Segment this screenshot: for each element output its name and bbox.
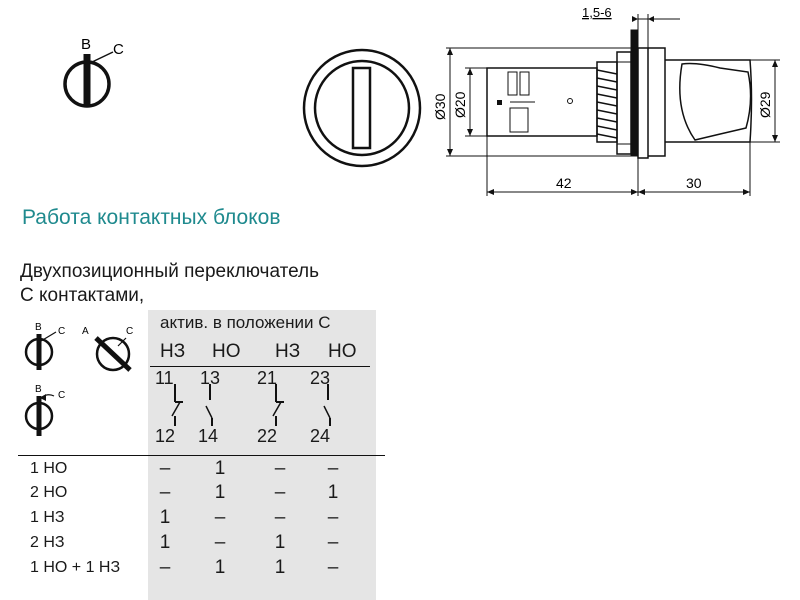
header-divider (150, 366, 370, 367)
svg-text:C: C (126, 326, 133, 337)
terminal-11: 11 (155, 368, 174, 388)
terminal-13: 13 (200, 368, 221, 388)
dim-body-length-label: 42 (556, 175, 572, 191)
svg-text:B: B (35, 322, 42, 333)
header-active-position: актив. в положении С (160, 313, 331, 332)
description: Двухпозиционный переключатель С контакта… (20, 260, 319, 308)
front-outer-ring (302, 48, 422, 168)
terminal-12: 12 (155, 426, 176, 446)
panel-nut (630, 29, 639, 157)
description-line-1: Двухпозиционный переключатель (20, 261, 319, 282)
front-view-drawing (302, 48, 422, 168)
front-inner-ring (313, 59, 411, 157)
table-row: 1 НЗ 1 – – – (30, 507, 339, 528)
table-main-divider (18, 455, 385, 456)
position-c-line (89, 51, 114, 64)
description-line-2: С контактами, (20, 285, 145, 306)
table-row: 2 НО – 1 – 1 (30, 482, 339, 503)
contact-type-3: НЗ (275, 341, 301, 362)
body-housing (486, 67, 598, 137)
flange (637, 47, 649, 159)
terminal-22: 22 (257, 426, 278, 446)
thread-section (596, 51, 632, 155)
contact-type-2: НО (212, 341, 241, 362)
svg-text:C: C (58, 390, 65, 401)
dim-cap-length-label: 30 (686, 175, 702, 191)
svg-text:C: C (58, 326, 65, 337)
contact-symbols (171, 384, 331, 426)
front-lever-slot (351, 66, 372, 150)
switch-symbols: B C A C B C (24, 322, 133, 436)
table-row: 1 НО + 1 НЗ – 1 1 – (30, 557, 339, 578)
dim-outer-label: Ø30 (432, 93, 448, 120)
contact-no-2 (323, 384, 331, 426)
contact-nc-1 (171, 384, 183, 426)
terminal-21: 21 (257, 368, 278, 388)
symbol-a-c: A C (82, 326, 133, 372)
contact-type-1: НЗ (160, 341, 186, 362)
dim-flange-label: 1,5-6 (582, 5, 612, 20)
svg-text:B: B (35, 384, 42, 395)
table-row: 1 НО – 1 – – (30, 458, 339, 479)
terminal-23: 23 (310, 368, 331, 388)
cap-outline (665, 59, 753, 143)
svg-text:A: A (82, 326, 89, 337)
label-b: B (81, 36, 91, 53)
switch-symbol-top: B C (63, 36, 124, 108)
label-c: C (113, 41, 124, 58)
dim-inner-label: Ø20 (452, 91, 468, 118)
contact-nc-2 (272, 384, 284, 426)
contact-type-4: НО (328, 341, 357, 362)
side-view-drawing: 1,5-6 Ø30 Ø20 Ø29 (432, 5, 780, 196)
symbol-b-c: B C (24, 322, 65, 370)
table-row: 2 НЗ 1 – 1 – (30, 532, 339, 553)
contact-no-1 (205, 384, 213, 426)
symbol-b-c-arrow: B C (24, 384, 65, 436)
terminal-24: 24 (310, 426, 331, 446)
dim-cap-label: Ø29 (757, 91, 773, 118)
cap-lever (679, 62, 752, 141)
terminal-14: 14 (198, 426, 219, 446)
section-title: Работа контактных блоков (22, 206, 281, 229)
